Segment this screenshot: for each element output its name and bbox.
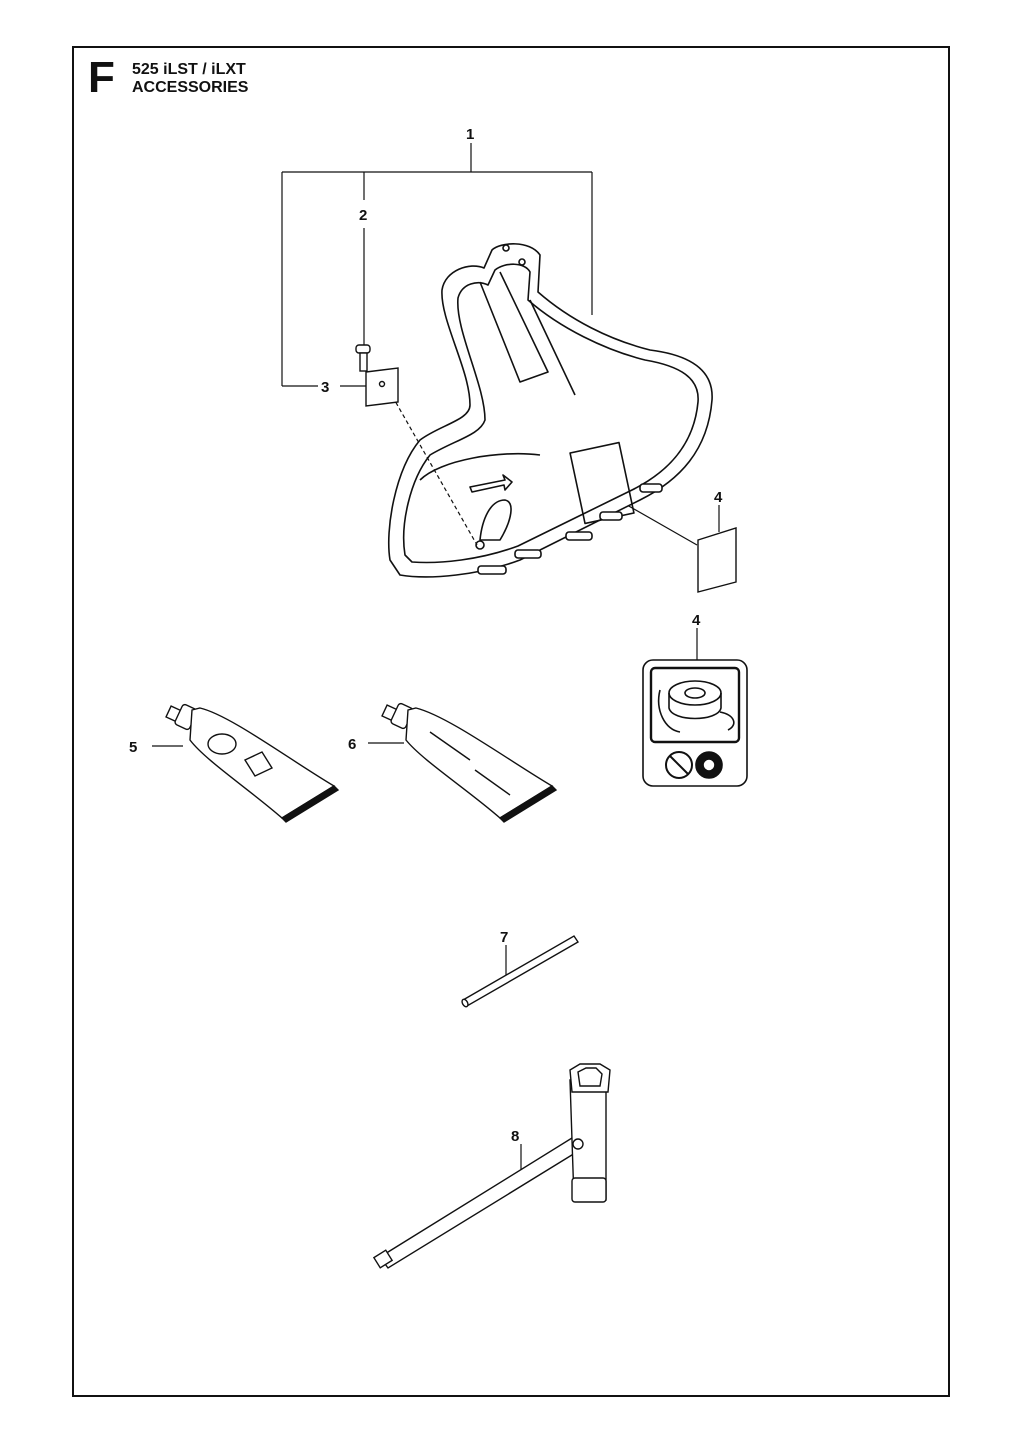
callout-6: 6 <box>348 736 356 753</box>
callout-7: 7 <box>500 929 508 946</box>
callout-3: 3 <box>321 379 329 396</box>
group-title: ACCESSORIES <box>132 79 249 96</box>
callout-5: 5 <box>129 739 137 756</box>
grease-tube-icon <box>165 703 340 823</box>
grease-tube-icon <box>381 702 558 823</box>
callout-4-decal: 4 <box>692 612 701 629</box>
screw-icon <box>355 344 371 372</box>
callout-8: 8 <box>511 1128 519 1145</box>
model-title: 525 iLST / iLXT <box>132 61 246 78</box>
callout-1: 1 <box>466 126 474 143</box>
plate-icon <box>365 367 399 407</box>
warning-decal-icon <box>642 659 748 787</box>
callout-4-label: 4 <box>714 489 723 506</box>
pin-icon <box>461 935 579 1008</box>
page-frame <box>72 46 950 1397</box>
section-letter: F <box>88 53 115 102</box>
spark-plug-wrench-icon <box>372 1063 611 1269</box>
callout-2: 2 <box>359 207 367 224</box>
callout-lines <box>152 143 720 1175</box>
trimmer-guard-icon <box>387 243 713 578</box>
label-icon <box>697 527 737 593</box>
page-title: 525 iLST / iLXT ACCESSORIES <box>132 61 248 97</box>
